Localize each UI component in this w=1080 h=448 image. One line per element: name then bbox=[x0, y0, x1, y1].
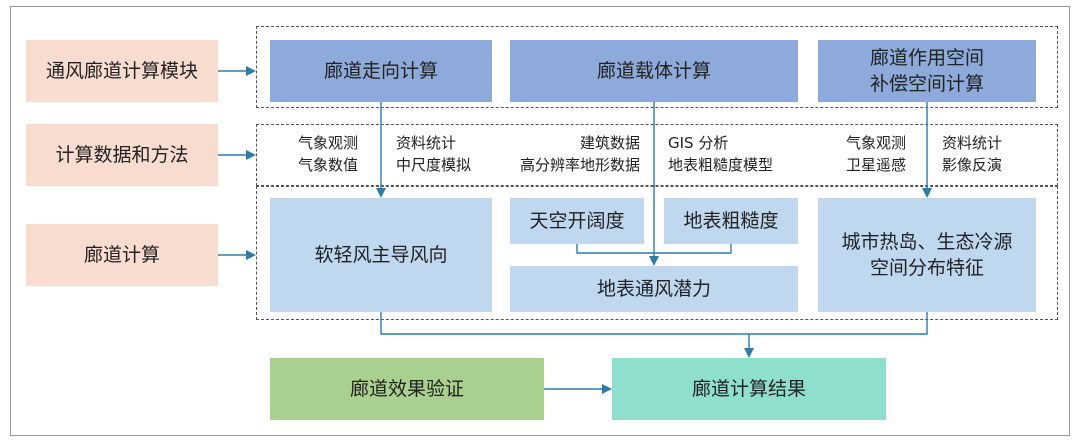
calc-row-outline bbox=[256, 186, 1058, 320]
method-text: 资料统计 bbox=[396, 134, 457, 152]
box-heat-island: 城市热岛、生态冷源 空间分布特征 bbox=[818, 198, 1036, 312]
methods-row-outline bbox=[256, 124, 1058, 186]
box-space-calc: 廊道作用空间 补偿空间计算 bbox=[818, 40, 1036, 102]
box-heat-island-line2: 空间分布特征 bbox=[869, 257, 984, 279]
method-text: 气象数值 bbox=[298, 156, 359, 174]
method-text: 建筑数据 bbox=[579, 134, 640, 152]
box-direction-calc: 廊道走向计算 bbox=[270, 40, 492, 102]
box-ventilation-potential: 地表通风潜力 bbox=[510, 266, 798, 312]
module-row-outline bbox=[256, 26, 1058, 108]
method-text: GIS 分析 bbox=[668, 134, 729, 152]
merge-line bbox=[576, 244, 732, 254]
box-sky-openness: 天空开阔度 bbox=[510, 198, 644, 244]
method-col4: GIS 分析 地表粗糙度模型 bbox=[668, 132, 773, 176]
method-text: 中尺度模拟 bbox=[396, 156, 472, 174]
method-col5: 气象观测 卫星遥感 bbox=[846, 132, 906, 176]
box-surface-roughness: 地表粗糙度 bbox=[664, 198, 798, 244]
method-text: 地表粗糙度模型 bbox=[668, 156, 774, 174]
box-heat-island-line1: 城市热岛、生态冷源 bbox=[841, 231, 1013, 253]
box-space-calc-line2: 补偿空间计算 bbox=[869, 73, 984, 95]
box-calc-result: 廊道计算结果 bbox=[612, 358, 886, 420]
box-space-calc-line1: 廊道作用空间 bbox=[869, 47, 984, 69]
box-wind-direction: 软轻风主导风向 bbox=[270, 198, 492, 312]
box-effect-verification: 廊道效果验证 bbox=[270, 358, 544, 420]
method-text: 气象观测 bbox=[846, 134, 907, 152]
outer-frame bbox=[10, 6, 1070, 436]
method-text: 卫星遥感 bbox=[846, 156, 907, 174]
method-text: 资料统计 bbox=[942, 134, 1003, 152]
left-label-methods: 计算数据和方法 bbox=[26, 124, 218, 186]
method-col3: 建筑数据 高分辨率地形数据 bbox=[505, 132, 640, 176]
left-label-calc: 廊道计算 bbox=[26, 224, 218, 286]
box-carrier-calc: 廊道载体计算 bbox=[510, 40, 798, 102]
method-col6: 资料统计 影像反演 bbox=[942, 132, 1002, 176]
method-text: 高分辨率地形数据 bbox=[519, 156, 640, 174]
method-text: 气象观测 bbox=[298, 134, 359, 152]
method-text: 影像反演 bbox=[942, 156, 1003, 174]
method-col2: 资料统计 中尺度模拟 bbox=[396, 132, 471, 176]
result-merge-line bbox=[380, 312, 928, 335]
left-label-module: 通风廊道计算模块 bbox=[26, 40, 218, 102]
method-col1: 气象观测 气象数值 bbox=[298, 132, 358, 176]
